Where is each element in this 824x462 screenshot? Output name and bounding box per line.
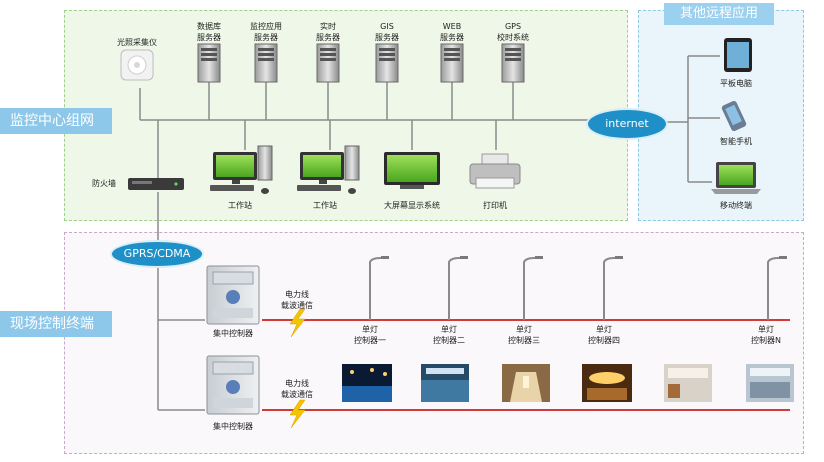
concentrator-icon-1 (206, 265, 260, 325)
remote-apps-label: 其他远程应用 (664, 3, 774, 25)
field-terminal-zone (64, 232, 804, 454)
firewall-icon (128, 178, 184, 190)
workstation-label-1: 工作站 (228, 201, 252, 210)
plc-label-2: 电力线载波通信 (281, 379, 313, 399)
printer-icon (469, 153, 521, 189)
tablet-icon (724, 38, 752, 72)
gprs-node: GPRS/CDMA (110, 240, 204, 268)
lamp-controller-label-n: 单灯控制器N (751, 325, 781, 345)
laptop-icon (711, 162, 761, 194)
smartphone-label: 智能手机 (720, 137, 752, 146)
firewall-label: 防火墙 (92, 179, 116, 188)
smartphone-icon (721, 100, 747, 132)
server-icons (197, 43, 525, 83)
scene-photo-5 (664, 364, 712, 402)
server-label-1: 数据库服务器 (197, 22, 221, 42)
workstation-icon-2 (297, 145, 360, 194)
concentrator-icon-2 (206, 355, 260, 415)
big-screen-label: 大屏幕显示系统 (384, 201, 440, 210)
lamp-controller-label-4: 单灯控制器四 (588, 325, 620, 345)
server-label-3: 实时服务器 (316, 22, 340, 42)
network-lines (139, 55, 720, 411)
lamp-controller-label-2: 单灯控制器二 (433, 325, 465, 345)
street-lamp-heads (381, 256, 787, 259)
field-terminal-label: 现场控制终端 (0, 311, 112, 337)
power-lines (262, 319, 790, 411)
plc-label-1: 电力线载波通信 (281, 290, 313, 310)
concentrator-label-1: 集中控制器 (213, 329, 253, 338)
lightning-icon-2 (289, 399, 306, 429)
monitor-center-label: 监控中心组网 (0, 108, 112, 134)
scene-photo-3 (502, 364, 550, 402)
scene-photo-2 (421, 364, 469, 402)
scene-photo-4 (582, 364, 632, 402)
light-collector-label: 光照采集仪 (117, 38, 157, 47)
lamp-controller-label-1: 单灯控制器一 (354, 325, 386, 345)
mobile-terminal-label: 移动终端 (720, 201, 752, 210)
scene-photo-6 (746, 364, 794, 402)
internet-node: internet (586, 108, 668, 140)
gprs-label: GPRS/CDMA (123, 247, 191, 260)
street-lamp-icons (369, 257, 785, 320)
big-screen-icon (384, 152, 440, 189)
concentrator-label-2: 集中控制器 (213, 422, 253, 431)
printer-label: 打印机 (483, 201, 507, 210)
server-label-2: 监控应用服务器 (250, 22, 282, 42)
lightning-icon-1 (289, 308, 306, 338)
lamp-controller-label-3: 单灯控制器三 (508, 325, 540, 345)
workstation-label-2: 工作站 (313, 201, 337, 210)
internet-label: internet (605, 117, 649, 130)
tablet-label: 平板电脑 (720, 79, 752, 88)
scene-photo-1 (342, 364, 392, 402)
light-collector-icon (120, 49, 154, 81)
workstation-icon-1 (210, 145, 273, 194)
